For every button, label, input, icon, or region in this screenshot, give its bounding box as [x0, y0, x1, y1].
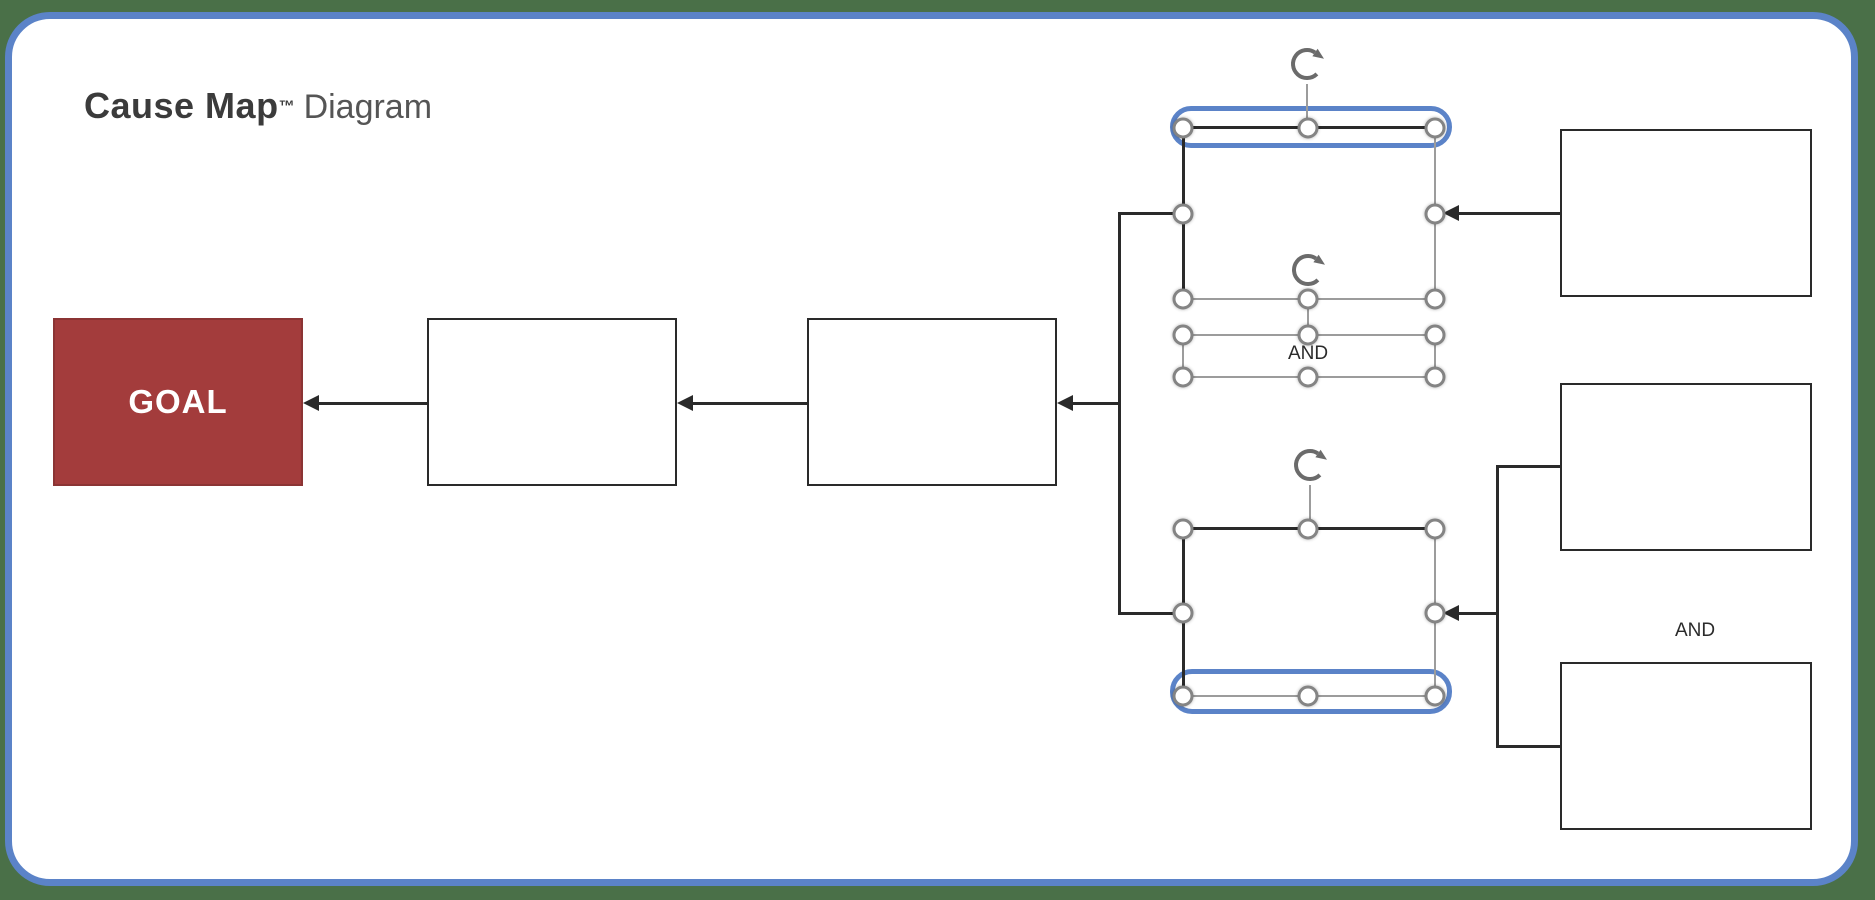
branch-bracket-left-vertical[interactable] [1118, 213, 1121, 613]
selection-handle[interactable] [1172, 518, 1194, 540]
rotate-stem-1 [1306, 84, 1308, 120]
selection-handle[interactable] [1172, 288, 1194, 310]
and-bracket-right-top-stub[interactable] [1496, 465, 1560, 468]
and-connector-label-right[interactable]: AND [1674, 620, 1716, 641]
arrow-head-to-cause1 [677, 395, 693, 411]
selection-handle[interactable] [1172, 366, 1194, 388]
page-title: Cause Map™ Diagram [84, 85, 432, 127]
evidence-box-bottom[interactable] [1560, 662, 1812, 830]
selection-handle[interactable] [1424, 602, 1446, 624]
title-brand: Cause Map [84, 85, 279, 126]
title-trademark: ™ [278, 98, 295, 116]
selection-handle[interactable] [1424, 518, 1446, 540]
selection-handle[interactable] [1172, 324, 1194, 346]
arrow-head-to-goal [303, 395, 319, 411]
title-suffix: Diagram [303, 88, 433, 126]
and-bracket-right-vertical[interactable] [1496, 466, 1499, 746]
goal-box[interactable]: GOAL [53, 318, 303, 486]
evidence-box-middle[interactable] [1560, 383, 1812, 551]
rotate-clockwise-icon[interactable] [1285, 245, 1331, 291]
arrow-branch-to-cause2[interactable] [1072, 402, 1119, 405]
selection-handle[interactable] [1297, 288, 1319, 310]
arrow-head-to-cause2 [1057, 395, 1073, 411]
arrow-cause2-to-cause1[interactable] [692, 402, 807, 405]
arrow-cause1-to-goal[interactable] [318, 402, 427, 405]
arrow-evidence-to-branch-top[interactable] [1458, 212, 1560, 215]
selection-handle[interactable] [1424, 324, 1446, 346]
selection-handle[interactable] [1424, 117, 1446, 139]
selection-handle[interactable] [1297, 117, 1319, 139]
goal-label: GOAL [128, 383, 228, 420]
branch-bracket-left-top-stub[interactable] [1118, 212, 1184, 215]
and-box-center-stem [1307, 300, 1309, 334]
and-bracket-right-bottom-stub[interactable] [1496, 745, 1560, 748]
selection-handle[interactable] [1297, 366, 1319, 388]
and-box-right-edge [1434, 336, 1436, 376]
arrow-evidence-to-branch-bottom[interactable] [1458, 612, 1497, 615]
rotate-stem-3 [1309, 485, 1311, 529]
selection-handle[interactable] [1172, 602, 1194, 624]
arrow-head-to-branch-top [1443, 205, 1459, 221]
selection-handle[interactable] [1172, 685, 1194, 707]
cause-box-1[interactable] [427, 318, 677, 486]
selection-handle[interactable] [1297, 324, 1319, 346]
selection-handle[interactable] [1424, 366, 1446, 388]
selection-handle[interactable] [1424, 203, 1446, 225]
branch-bracket-left-bottom-stub[interactable] [1118, 612, 1184, 615]
selection-handle[interactable] [1424, 685, 1446, 707]
and-box-left-edge [1182, 336, 1184, 376]
selection-handle[interactable] [1297, 518, 1319, 540]
selection-handle[interactable] [1172, 117, 1194, 139]
rotate-clockwise-icon[interactable] [1284, 39, 1330, 85]
selection-handle[interactable] [1424, 288, 1446, 310]
evidence-box-top[interactable] [1560, 129, 1812, 297]
cause-box-2[interactable] [807, 318, 1057, 486]
and-connector-label-top[interactable]: AND [1287, 343, 1329, 364]
selection-handle[interactable] [1172, 203, 1194, 225]
rotate-clockwise-icon[interactable] [1287, 440, 1333, 486]
arrow-head-to-branch-bottom [1443, 605, 1459, 621]
selection-handle[interactable] [1297, 685, 1319, 707]
